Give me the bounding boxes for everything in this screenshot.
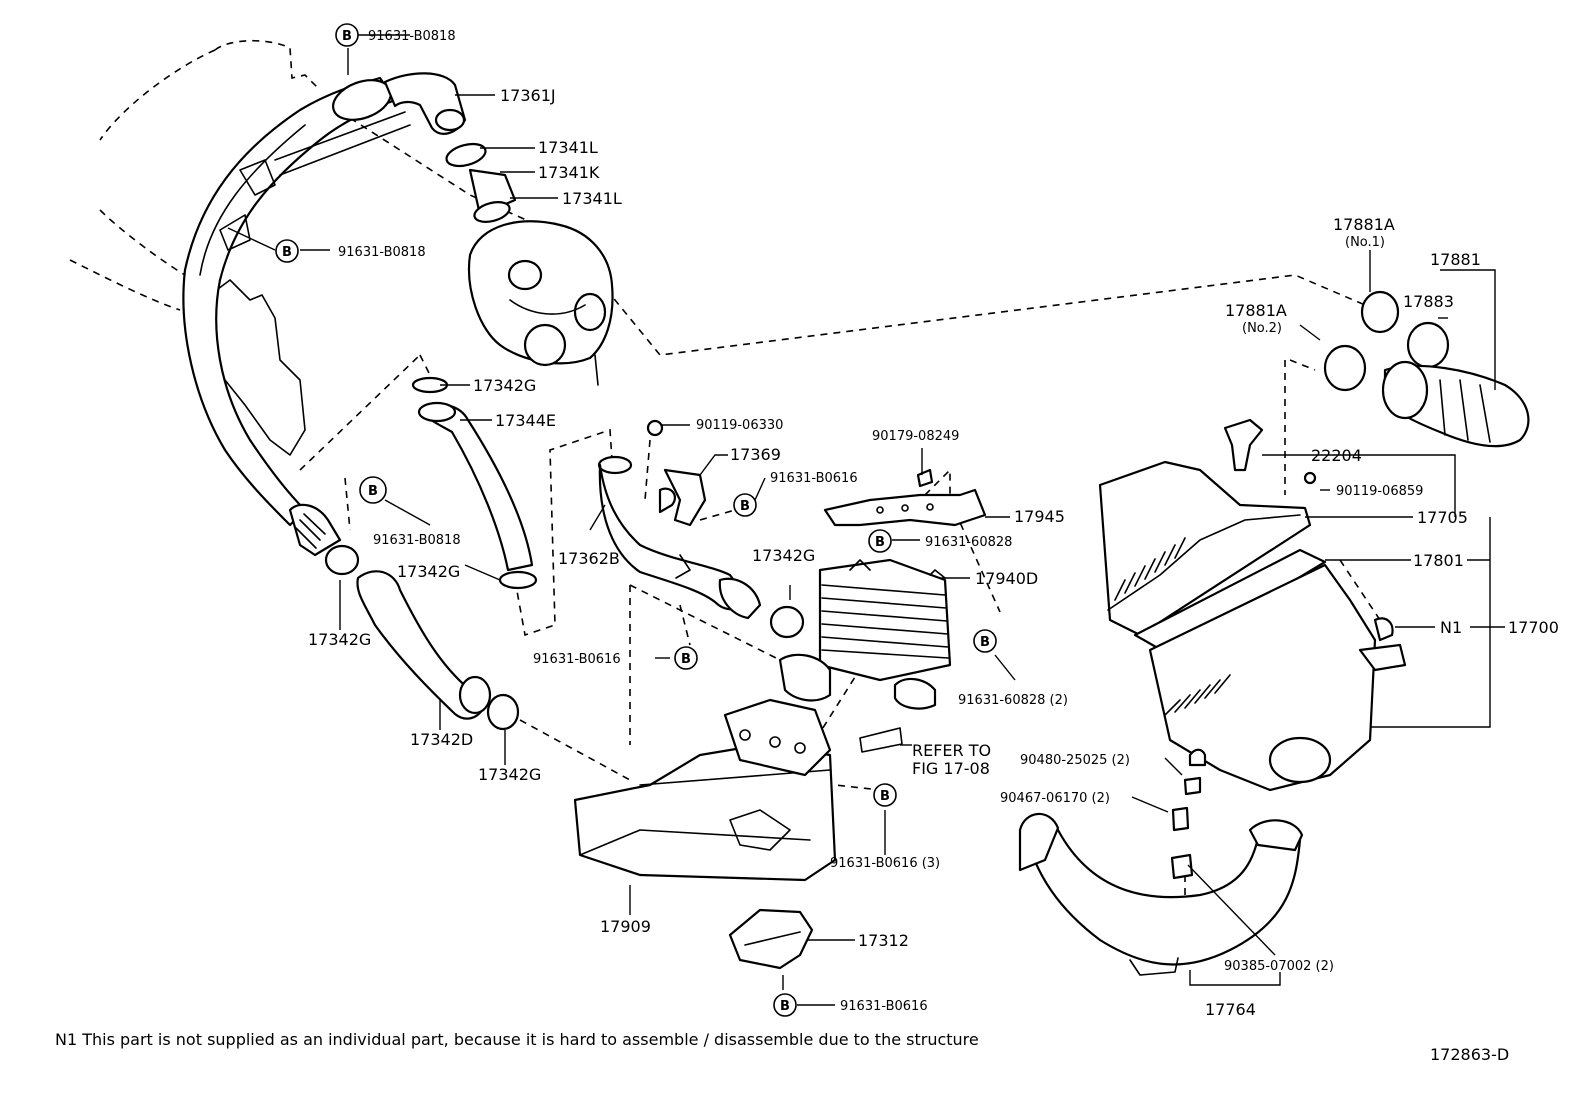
label-17705: 17705 [1417,508,1468,527]
intake-hose-17881 [1323,290,1530,448]
label-91631-b0616-c: 91631-B0616 [840,999,928,1014]
turbo-inlet-clamps [445,142,517,223]
label-17341k: 17341K [538,163,600,182]
bolt-symbol-9: B [773,993,797,1017]
upper-air-pipe [182,72,467,557]
label-17342g-e: 17342G [752,546,815,565]
label-17801: 17801 [1413,551,1464,570]
label-17312: 17312 [858,931,909,950]
pipe-17764 [1018,776,1304,976]
bolt-symbol-8: B [873,783,897,807]
bolt-symbol-text: B [681,652,691,667]
hose-17344E [411,376,538,590]
hose-17342D [324,544,520,731]
bolt-symbol-text: B [980,635,990,650]
label-17883: 17883 [1403,292,1454,311]
label-17909: 17909 [600,917,651,936]
air-cleaner [1098,418,1407,792]
bolt-symbol-text: B [780,999,790,1014]
bolt-symbol-4: B [733,493,757,517]
label-91631-60828: 91631-60828 [925,535,1012,550]
label-90119-06330: 90119-06330 [696,418,783,433]
bolt-symbol-text: B [875,535,885,550]
turbocharger [468,220,614,386]
label-90480-25025: 90480-25025 (2) [1020,753,1130,768]
bolt-symbol-text: B [740,499,750,514]
bolt-symbol-5: B [868,529,892,553]
plate-17312 [728,908,814,970]
label-90385-07002: 90385-07002 (2) [1224,959,1334,974]
label-refer-to: REFER TO [912,741,991,760]
label-22204: 22204 [1311,446,1362,465]
label-17342g-b: 17342G [397,562,460,581]
label-refer-fig: FIG 17-08 [912,759,990,778]
label-17940d: 17940D [975,569,1038,588]
label-n1: N1 [1440,618,1462,637]
bolt-symbol-6: B [674,646,698,670]
engine-outline [69,39,431,471]
label-91631-b0616-b: 91631-B0616 [533,652,621,667]
leader-lines [227,34,1505,1006]
clamp-17342G-e [769,605,805,639]
label-17369: 17369 [730,445,781,464]
bolt-symbol-3: B [359,476,387,504]
part-labels: 91631-B0818 17361J 17341L 17341K 17341L … [308,29,1559,1019]
label-17362b: 17362B [558,549,620,568]
bracket-17945 [823,468,987,527]
bolt-symbol-2: B [275,239,299,263]
footnote-n1: N1 This part is not supplied as an indiv… [55,1030,979,1049]
label-no2: (No.2) [1242,321,1282,336]
label-17341l-b: 17341L [562,189,622,208]
label-17342g-d: 17342G [478,765,541,784]
label-17764: 17764 [1205,1000,1256,1019]
pipe-17362B [597,455,762,620]
label-90179-08249: 90179-08249 [872,429,959,444]
bracket-17369 [646,419,707,527]
bolt-symbol-1: B [335,23,359,47]
label-91631-60828-2: 91631-60828 (2) [958,693,1068,708]
label-17342g-a: 17342G [473,376,536,395]
figure-id: 172863-D [1430,1045,1509,1064]
label-17881a-2: 17881A [1225,301,1287,320]
label-91631-b0818-mid: 91631-B0818 [338,245,426,260]
label-17344e: 17344E [495,411,556,430]
label-no1: (No.1) [1345,235,1385,250]
label-17361j: 17361J [500,86,556,105]
label-17342g-c: 17342G [308,630,371,649]
bolt-symbol-text: B [282,245,292,260]
label-17945: 17945 [1014,507,1065,526]
label-90467-06170: 90467-06170 (2) [1000,791,1110,806]
label-91631-b0616-a: 91631-B0616 [770,471,858,486]
duct-17909 [573,698,837,882]
label-17700: 17700 [1508,618,1559,637]
label-91631-b0616-3: 91631-B0616 (3) [830,856,940,871]
bolt-symbol-text: B [368,484,378,499]
label-17881a-1: 17881A [1333,215,1395,234]
label-17342d: 17342D [410,730,473,749]
bolt-symbol-text: B [342,29,352,44]
label-17341l-a: 17341L [538,138,598,157]
bolt-symbol-text: B [880,789,890,804]
intercooler [778,558,952,753]
label-91631-b0818-low: 91631-B0818 [373,533,461,548]
label-90119-06859: 90119-06859 [1336,484,1423,499]
bolt-symbol-7: B [973,629,997,653]
label-91631-b0818-top: 91631-B0818 [368,29,456,44]
label-17881: 17881 [1430,250,1481,269]
